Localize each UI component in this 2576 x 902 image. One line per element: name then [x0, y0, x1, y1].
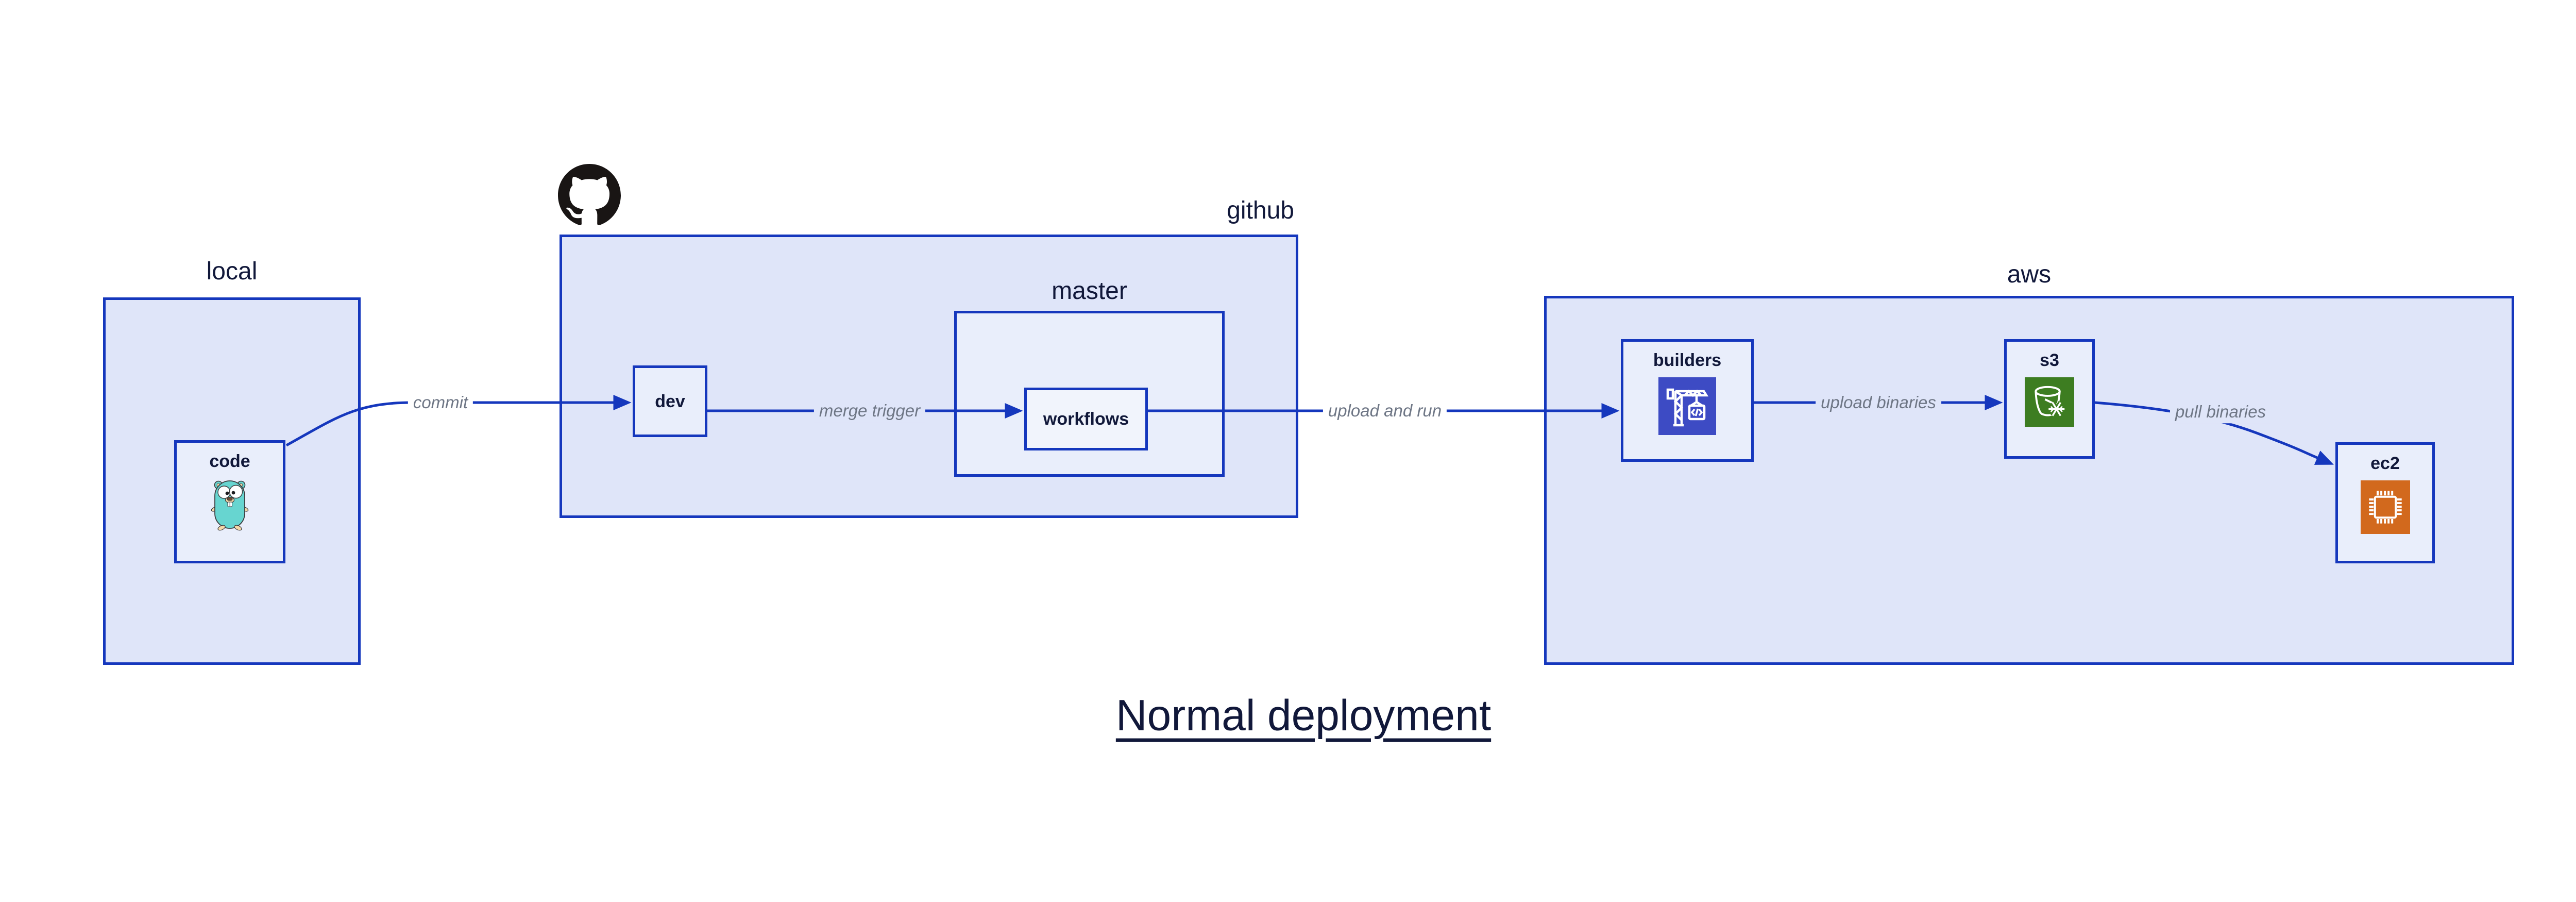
node-ec2-label: ec2	[2370, 454, 2400, 473]
group-local-label: local	[206, 258, 258, 285]
node-workflows: workflows	[1024, 388, 1148, 450]
node-code: code	[174, 440, 285, 563]
node-code-label: code	[209, 452, 250, 471]
node-builders: builders	[1621, 339, 1754, 462]
group-github-label: github	[1227, 197, 1294, 224]
group-master-label: master	[1052, 277, 1127, 305]
node-dev-label: dev	[655, 391, 685, 411]
aws-codebuild-icon	[1658, 377, 1716, 435]
edge-label-upload-and-run: upload and run	[1323, 399, 1447, 422]
edge-label-upload-binaries: upload binaries	[1816, 391, 1941, 414]
node-builders-label: builders	[1653, 350, 1722, 370]
edge-label-merge-trigger: merge trigger	[814, 399, 926, 422]
go-gopher-icon	[211, 480, 249, 531]
edge-label-pull-binaries: pull binaries	[2170, 400, 2272, 423]
diagram-title: Normal deployment	[1115, 691, 1492, 740]
node-s3-label: s3	[2040, 350, 2059, 370]
group-aws-label: aws	[2007, 261, 2052, 288]
node-dev: dev	[633, 365, 707, 437]
node-workflows-label: workflows	[1043, 409, 1129, 429]
node-s3: s3	[2004, 339, 2095, 459]
edge-label-commit: commit	[408, 391, 473, 414]
node-ec2: ec2	[2335, 442, 2435, 563]
aws-ec2-chip-icon	[2360, 480, 2410, 534]
github-octocat-icon	[558, 164, 621, 225]
aws-s3-glacier-icon	[2025, 377, 2074, 427]
